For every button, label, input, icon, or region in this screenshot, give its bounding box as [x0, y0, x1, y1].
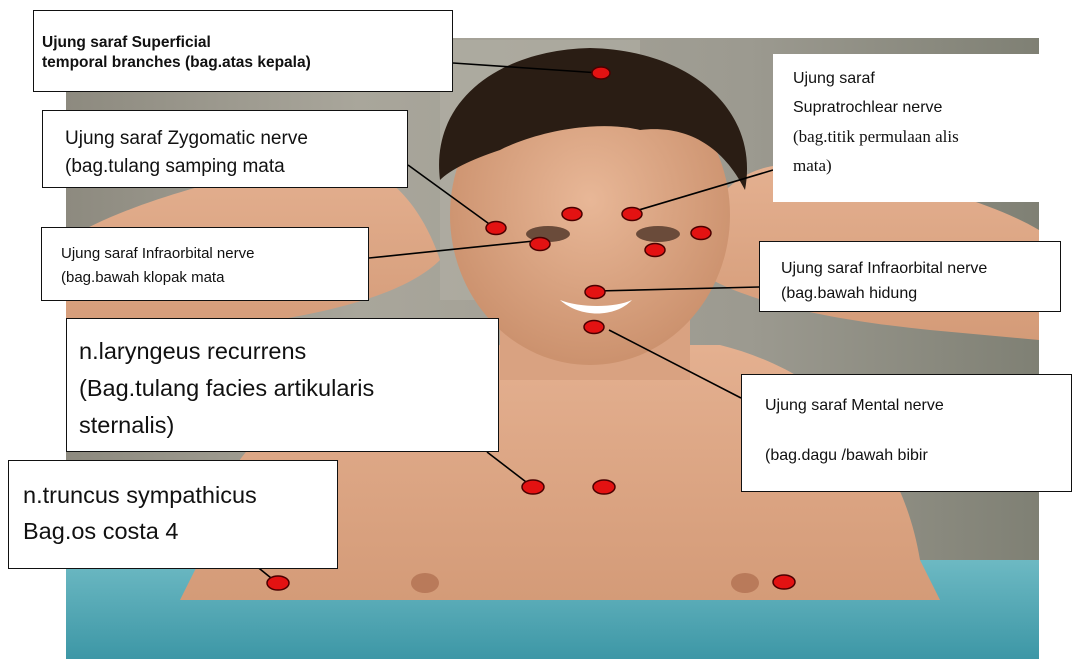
label-zygomatic: Ujung saraf Zygomatic nerve (bag.tulang … [42, 110, 408, 188]
marker-infraorbital-right [645, 244, 665, 257]
label-supratrochlear-line1: Ujung saraf [793, 64, 1039, 93]
marker-superficial [592, 67, 610, 79]
marker-laryngeus-left [522, 480, 544, 494]
label-laryngeus-line1: n.laryngeus recurrens [79, 333, 498, 370]
label-infraorbital-eye-line1: Ujung saraf Infraorbital nerve [61, 242, 368, 266]
marker-supratrochlear-right [622, 208, 642, 221]
label-infraorbital-nose-line2: (bag.bawah hidung [781, 281, 1060, 306]
label-infraorbital-nose-line1: Ujung saraf Infraorbital nerve [781, 256, 1060, 281]
label-infraorbital-eye-line2: (bag.bawah klopak mata [61, 266, 368, 290]
marker-mental [584, 321, 604, 334]
label-superficial-line1: Ujung saraf Superficial [42, 33, 452, 53]
label-laryngeus-line2: (Bag.tulang facies artikularis [79, 370, 498, 407]
label-mental-nerve: Ujung saraf Mental nerve (bag.dagu /bawa… [741, 374, 1072, 492]
marker-supratrochlear-left [562, 208, 582, 221]
label-superficial-bold: Ujung saraf [42, 34, 127, 51]
label-superficial-line2: temporal branches (bag.atas kepala) [42, 53, 452, 73]
label-infraorbital-eye: Ujung saraf Infraorbital nerve (bag.bawa… [41, 227, 369, 301]
label-supratrochlear-line3: (bag.titik permulaan alis [793, 122, 1039, 151]
label-superficial-temporal: Ujung saraf Superficial temporal branche… [33, 10, 453, 92]
label-zygomatic-line1: Ujung saraf Zygomatic nerve [65, 125, 407, 153]
label-supratrochlear-line2: Supratrochlear nerve [793, 93, 1039, 122]
label-zygomatic-line2: (bag.tulang samping mata [65, 153, 407, 181]
label-laryngeus-line3: sternalis) [79, 407, 498, 444]
label-truncus-sympathicus: n.truncus sympathicus Bag.os costa 4 [8, 460, 338, 569]
marker-zygomatic-right [691, 227, 711, 240]
label-supratrochlear: Ujung saraf Supratrochlear nerve (bag.ti… [773, 54, 1039, 202]
label-infraorbital-nose: Ujung saraf Infraorbital nerve (bag.bawa… [759, 241, 1061, 312]
marker-laryngeus-right [593, 480, 615, 494]
label-mental-line1: Ujung saraf Mental nerve [765, 393, 1071, 418]
marker-infraorbital-left [530, 238, 550, 251]
label-laryngeus-recurrens: n.laryngeus recurrens (Bag.tulang facies… [66, 318, 499, 452]
label-mental-line2: (bag.dagu /bawah bibir [765, 443, 1071, 468]
label-truncus-line1: n.truncus sympathicus [23, 477, 337, 513]
marker-infraorbital-nose [585, 286, 605, 299]
label-supratrochlear-line4: mata) [793, 151, 1039, 180]
marker-zygomatic-left [486, 222, 506, 235]
label-superficial-rest: Superficial [127, 34, 211, 51]
label-truncus-line2: Bag.os costa 4 [23, 513, 337, 549]
marker-truncus-left [267, 576, 289, 590]
marker-truncus-right [773, 575, 795, 589]
label-mental-spacer [765, 418, 1071, 443]
